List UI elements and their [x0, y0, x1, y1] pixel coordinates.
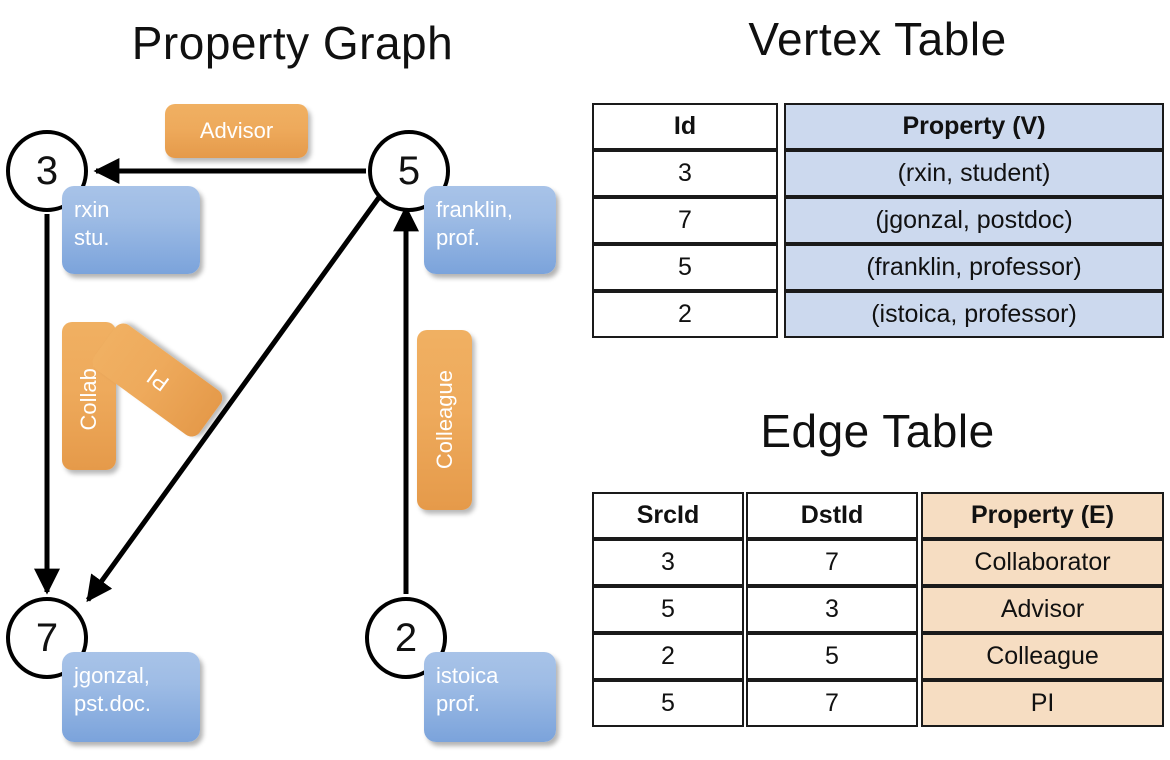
vertex-property-5-line2: prof. — [436, 225, 481, 251]
edge-label-advisor-text: Advisor — [199, 118, 274, 143]
graph-node-5-label: 5 — [397, 148, 421, 193]
page-title-edge-table: Edge Table — [760, 405, 995, 457]
edge-table-cell-property: Advisor — [921, 586, 1164, 633]
vertex-property-3-line2: stu. — [74, 225, 110, 251]
table-row: Id — [592, 103, 778, 150]
edge-label-advisor: Advisor — [165, 104, 308, 158]
table-row: Colleague — [921, 633, 1164, 680]
edge-table-cell-dstid: 5 — [746, 633, 918, 680]
vertex-property-5-line1: franklin, — [436, 197, 514, 222]
vertex-table-header-property: Property (V) — [784, 103, 1164, 150]
table-row: (jgonzal, postdoc) — [784, 197, 1164, 244]
graph-edges-svg — [34, 158, 419, 603]
edge-table-header-dstid: DstId — [746, 492, 918, 539]
table-row: 5 — [746, 633, 918, 680]
edge-table-cell-property: PI — [921, 680, 1164, 727]
table-row: (istoica, professor) — [784, 291, 1164, 338]
edge-table-cell-property: Collaborator — [921, 539, 1164, 586]
edge-table-cell-srcid: 3 — [592, 539, 744, 586]
table-row: (franklin, professor) — [784, 244, 1164, 291]
vertex-table-cell-id: 5 — [592, 244, 778, 291]
edge-table-cell-property: Colleague — [921, 633, 1164, 680]
edge-label-pi-text: PI — [141, 364, 173, 397]
vertex-property-box-2: istoica prof. — [424, 652, 556, 742]
table-row: DstId — [746, 492, 918, 539]
table-row: 5 — [592, 244, 778, 291]
graph-node-5[interactable]: 5 — [368, 130, 450, 212]
page-title-property-graph: Property Graph — [131, 17, 454, 69]
table-row: 5 — [592, 680, 744, 727]
vertex-property-3-line1: rxin — [74, 197, 110, 222]
edge-table-cell-dstid: 7 — [746, 680, 918, 727]
graph-node-2[interactable]: 2 — [365, 597, 447, 679]
vertex-property-box-7: jgonzal, pst.doc. — [62, 652, 200, 742]
table-row: Property (E) — [921, 492, 1164, 539]
table-row: Property (V) — [784, 103, 1164, 150]
vertex-table-cell-property: (istoica, professor) — [784, 291, 1164, 338]
table-row: 5 — [592, 586, 744, 633]
edge-table-cell-srcid: 5 — [592, 680, 744, 727]
table-row: PI — [921, 680, 1164, 727]
graph-node-7-label: 7 — [35, 615, 59, 660]
vertex-table-cell-property: (franklin, professor) — [784, 244, 1164, 291]
edge-table-cell-dstid: 7 — [746, 539, 918, 586]
table-row: 3 — [592, 150, 778, 197]
page-title-vertex-table: Vertex Table — [748, 13, 1007, 65]
table-row: SrcId — [592, 492, 744, 539]
vertex-property-box-5: franklin, prof. — [424, 186, 556, 274]
table-row: 2 — [592, 291, 778, 338]
vertex-property-7-line1: jgonzal, — [74, 663, 150, 688]
vertex-table-header-id: Id — [592, 103, 778, 150]
vertex-property-2-line1: istoica — [436, 663, 499, 688]
vertex-table-cell-property: (jgonzal, postdoc) — [784, 197, 1164, 244]
table-row: Advisor — [921, 586, 1164, 633]
table-row: (rxin, student) — [784, 150, 1164, 197]
vertex-property-2-line2: prof. — [436, 691, 481, 717]
vertex-table-property-column: Property (V) (rxin, student) (jgonzal, p… — [784, 103, 1164, 338]
edge-table-property-column: Property (E) Collaborator Advisor Collea… — [921, 492, 1164, 727]
edge-table-dstid-column: DstId 7 3 5 7 — [746, 492, 918, 727]
table-row: 3 — [592, 539, 744, 586]
table-row: Collaborator — [921, 539, 1164, 586]
vertex-table-cell-property: (rxin, student) — [784, 150, 1164, 197]
vertex-table-cell-id: 2 — [592, 291, 778, 338]
table-row: 2 — [592, 633, 744, 680]
graph-node-3-label: 3 — [35, 148, 59, 193]
edge-table-cell-srcid: 2 — [592, 633, 744, 680]
table-row: 7 — [746, 539, 918, 586]
vertex-table-cell-id: 7 — [592, 197, 778, 244]
edge-table-header-srcid: SrcId — [592, 492, 744, 539]
vertex-property-7-line2: pst.doc. — [74, 691, 152, 717]
graph-node-2-label: 2 — [394, 615, 418, 660]
vertex-table-id-column: Id 3 7 5 2 — [592, 103, 778, 338]
table-row: 7 — [746, 680, 918, 727]
edge-label-colleague-text: Colleague — [431, 370, 457, 470]
edge-table-cell-srcid: 5 — [592, 586, 744, 633]
table-row: 3 — [746, 586, 918, 633]
vertex-property-box-3: rxin stu. — [62, 186, 200, 274]
edge-table-header-property: Property (E) — [921, 492, 1164, 539]
vertex-table-cell-id: 3 — [592, 150, 778, 197]
edge-table-cell-dstid: 3 — [746, 586, 918, 633]
edge-5-to-7-pi — [85, 194, 383, 603]
edge-label-colleague: Colleague — [417, 330, 472, 510]
property-graph-panel: 3 5 7 2 rxin stu. franklin, prof. jgonza… — [6, 104, 556, 742]
edge-table-srcid-column: SrcId 3 5 2 5 — [592, 492, 744, 727]
table-row: 7 — [592, 197, 778, 244]
edge-label-collaborator-text: Collab. — [76, 361, 101, 431]
